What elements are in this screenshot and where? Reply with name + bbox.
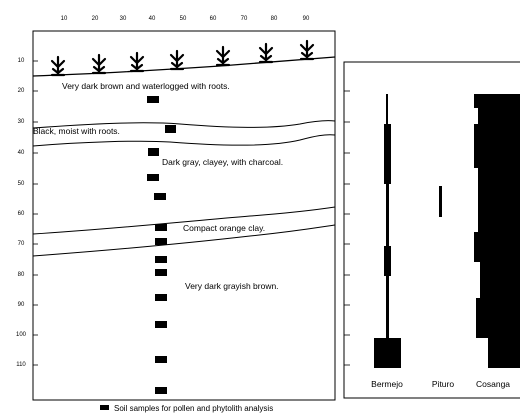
- taxon-bar-segment: [386, 276, 389, 338]
- depth-tick-label: 100: [16, 332, 27, 338]
- boundary-line: [32, 206, 336, 235]
- taxon-label: Bermejo: [371, 379, 403, 389]
- taxon-bar-segment: [384, 124, 391, 184]
- top-axis-tick: 40: [149, 16, 156, 22]
- plant-icon: [129, 51, 145, 73]
- soil-sample-marker: [165, 125, 176, 133]
- taxa-panel-frame: [343, 61, 520, 399]
- depth-tick-label: 70: [18, 241, 25, 247]
- taxon-bar-bermejo: [374, 94, 401, 368]
- depth-tick-label: 60: [18, 211, 25, 217]
- soil-samples: [147, 96, 176, 394]
- top-axis-tick: 10: [61, 16, 68, 22]
- legend-label: Soil samples for pollen and phytolith an…: [114, 404, 273, 413]
- layer-boundaries: [32, 120, 336, 257]
- soil-sample-marker: [147, 96, 159, 103]
- soil-sample-marker: [155, 269, 167, 276]
- plant-icon: [299, 39, 315, 61]
- soil-sample-marker: [155, 238, 167, 245]
- plant-icon: [169, 49, 185, 71]
- layer-label: Dark gray, clayey, with charcoal.: [162, 157, 283, 167]
- plant-icon: [215, 45, 231, 67]
- top-axis: 10 20 30 40 50 60 70 80 90: [61, 16, 310, 22]
- legend: Soil samples for pollen and phytolith an…: [100, 404, 273, 413]
- top-axis-tick: 20: [92, 16, 99, 22]
- soil-sample-marker: [147, 174, 159, 181]
- depth-axis: 10 20 30 40 50 60 70 80 90 100 110: [16, 58, 38, 368]
- taxon-bar-segment: [439, 186, 442, 217]
- taxon-label: Cosanga: [476, 379, 510, 389]
- depth-tick-label: 30: [18, 119, 25, 125]
- depth-tick-label: 40: [18, 150, 25, 156]
- boundary-line: [32, 224, 336, 257]
- depth-tick-label: 20: [18, 88, 25, 94]
- soil-sample-marker: [155, 356, 167, 363]
- soil-sample-marker: [148, 148, 159, 156]
- soil-sample-marker: [155, 387, 167, 394]
- soil-sample-marker: [155, 256, 167, 263]
- ground-surface-line: [32, 56, 336, 77]
- depth-tick-label: 50: [18, 181, 25, 187]
- soil-sample-marker: [155, 224, 167, 231]
- layer-label: Black, moist with roots.: [33, 126, 120, 136]
- plant-icon: [50, 55, 66, 77]
- taxon-bar-segment: [374, 338, 401, 368]
- taxon-bar-segment: [386, 94, 388, 124]
- top-axis-tick: 90: [303, 16, 310, 22]
- soil-sample-marker: [154, 193, 166, 200]
- depth-tick-label: 110: [16, 362, 26, 368]
- taxon-bar-segment: [384, 246, 391, 276]
- top-axis-tick: 80: [271, 16, 278, 22]
- depth-tick-label: 80: [18, 272, 25, 278]
- top-axis-tick: 30: [120, 16, 127, 22]
- surface-plants: [50, 39, 315, 77]
- profile-frame: [32, 30, 336, 401]
- boundary-line: [32, 120, 336, 129]
- top-axis-tick: 50: [180, 16, 187, 22]
- soil-sample-marker: [155, 321, 167, 328]
- taxa-labels: Bermejo Pituro Cosanga: [371, 379, 510, 389]
- depth-tick-label: 10: [18, 58, 25, 64]
- taxon-bar-pituro: [439, 186, 442, 217]
- taxa-panel-ticks: [344, 90, 350, 366]
- layer-descriptions: Very dark brown and waterlogged with roo…: [33, 81, 283, 291]
- depth-tick-label: 90: [18, 302, 25, 308]
- plant-icon: [258, 42, 274, 64]
- soil-sample-marker: [155, 294, 167, 301]
- taxon-bar-cosanga: [474, 94, 520, 368]
- taxon-bar-segment: [386, 184, 389, 246]
- taxon-label: Pituro: [432, 379, 454, 389]
- layer-label: Very dark grayish brown.: [185, 281, 279, 291]
- layer-label: Very dark brown and waterlogged with roo…: [62, 81, 230, 91]
- boundary-line: [32, 134, 336, 147]
- top-axis-tick: 70: [241, 16, 248, 22]
- plant-icon: [91, 53, 107, 75]
- legend-sample-marker: [100, 405, 109, 410]
- layer-label: Compact orange clay.: [183, 223, 265, 233]
- top-axis-tick: 60: [210, 16, 217, 22]
- taxon-bar-shape: [474, 94, 520, 368]
